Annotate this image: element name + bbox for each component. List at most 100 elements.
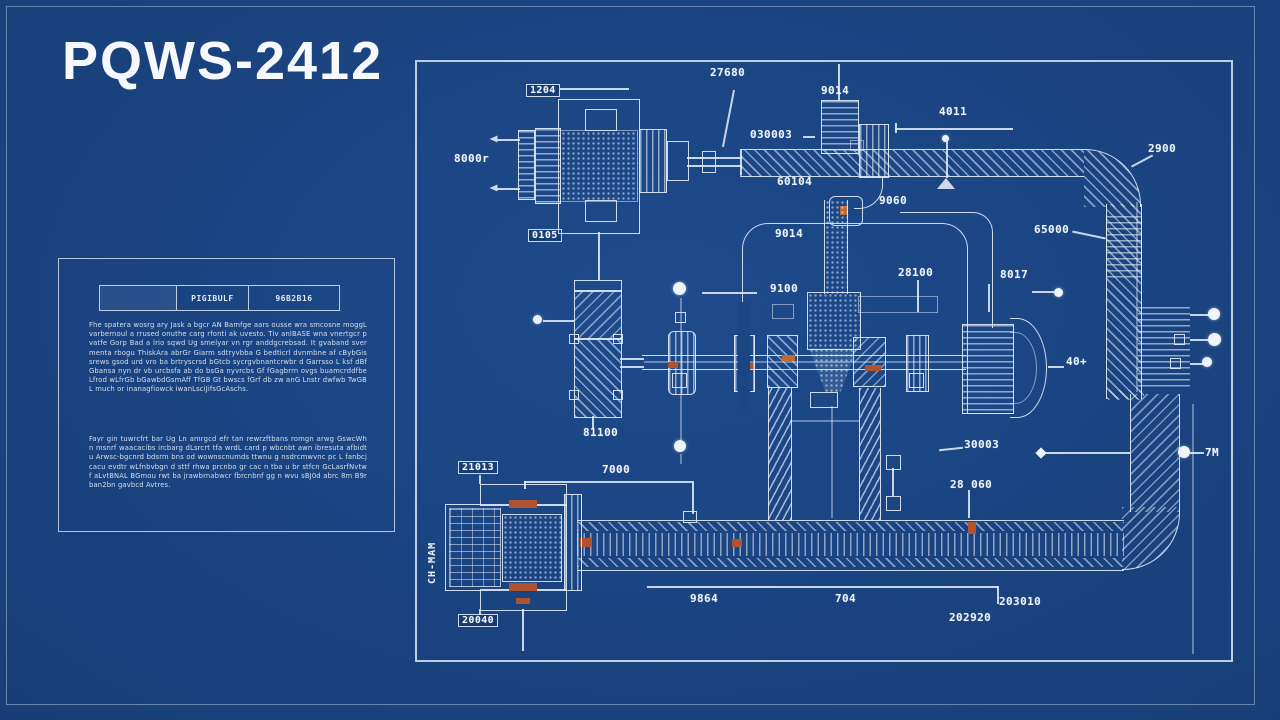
dim-label-9100: 9100 — [770, 282, 799, 295]
hopper-side-tab — [772, 304, 794, 319]
machine-right-hub — [667, 141, 689, 181]
machine-bottom-port — [585, 200, 617, 222]
tank-node — [613, 334, 623, 344]
extruder-flange — [564, 494, 582, 591]
callout-dot — [1208, 333, 1221, 346]
bottom-pipe-wall — [577, 522, 1124, 531]
mixer-column — [824, 200, 848, 294]
tank-node — [569, 334, 579, 344]
callout-dot — [533, 315, 542, 324]
hopper-spout — [810, 392, 838, 408]
tank-upper — [574, 290, 622, 340]
auger-right — [859, 388, 881, 520]
bottom-pipe-screw — [577, 533, 1124, 556]
shaft-line — [620, 358, 644, 360]
leader-line — [1045, 452, 1130, 454]
dim-label-1204: 1204 — [526, 84, 560, 97]
extruder-motor — [502, 514, 562, 582]
seal-mark — [668, 362, 678, 368]
bottom-pipe-wall — [577, 558, 1124, 567]
dim-label-20040: 20040 — [458, 614, 499, 627]
callout-dot — [1208, 308, 1220, 320]
seal-mark — [968, 522, 976, 534]
leader-line — [968, 490, 970, 518]
seal-mark — [732, 539, 742, 547]
diagram-panel: 8000r 1204 0105 81100 — [415, 60, 1233, 662]
machine-right-flange — [639, 129, 667, 193]
anchor-pin — [946, 140, 948, 178]
leader-line — [988, 284, 990, 312]
dim-label-202920: 202920 — [949, 611, 992, 624]
center-node — [675, 312, 686, 323]
pipe-center-line — [1136, 202, 1138, 392]
extruder-grill — [449, 508, 501, 587]
dim-label-7000: 7000 — [602, 463, 631, 476]
extension-line — [1192, 404, 1194, 654]
bearing-left — [767, 335, 798, 388]
leader-line — [1190, 339, 1210, 341]
seal-mark — [516, 598, 530, 604]
tank-lower — [574, 338, 622, 418]
callout-dot — [1178, 446, 1190, 458]
duct-end-cap — [740, 149, 742, 175]
seal-mark — [580, 538, 592, 547]
bearing-right — [853, 337, 886, 387]
dim-label-203010: 203010 — [999, 595, 1042, 608]
dim-label-27680: 27680 — [710, 66, 746, 79]
leader-line — [917, 280, 919, 312]
seal-mark — [509, 500, 537, 508]
hopper-side-duct — [858, 296, 938, 313]
spec-cell-1 — [100, 286, 176, 310]
outer-frame — [6, 6, 1255, 705]
dim-tick — [997, 586, 999, 604]
dim-label-0105: 0105 — [528, 229, 562, 242]
fin-tag — [1170, 358, 1181, 369]
drop-line — [592, 416, 594, 428]
leader-line — [938, 446, 964, 451]
pipe-bellows — [1106, 216, 1142, 278]
leader-line — [497, 139, 520, 141]
actuator-ladder — [821, 100, 859, 154]
pipe-fitting — [683, 511, 697, 523]
center-line — [680, 454, 682, 464]
machine-left-column — [535, 128, 561, 204]
arrow-icon — [490, 136, 498, 143]
seal-mark — [509, 583, 537, 591]
dim-label-28100: 28100 — [898, 266, 934, 279]
shaft-center — [644, 361, 964, 363]
dim-label-65000: 65000 — [1034, 223, 1070, 236]
dim-label-9014-top: 9014 — [821, 84, 850, 97]
dim-label-2900: 2900 — [1148, 142, 1177, 155]
dim-line — [895, 128, 1013, 130]
dim-label-704: 704 — [835, 592, 857, 605]
seal-mark — [865, 365, 881, 371]
coupling-c-tag — [909, 373, 924, 388]
leader-line — [1190, 452, 1204, 454]
rotated-label-chmam: CH-MAM — [427, 541, 438, 584]
leader-line — [1190, 363, 1204, 365]
leader-line — [721, 89, 735, 148]
instrument-box — [886, 496, 901, 511]
callout-dot — [674, 440, 686, 452]
dim-label-40: 40+ — [1066, 355, 1088, 368]
dim-label-30003: 30003 — [964, 438, 1000, 451]
anchor-head — [942, 135, 949, 142]
shaft-line — [687, 157, 742, 159]
drop-line — [522, 609, 524, 651]
tie-line — [790, 420, 860, 422]
instrument-stem — [892, 468, 894, 496]
spec-table: PIGIBULF 96B2B16 — [99, 285, 340, 311]
shaft-line — [687, 165, 742, 167]
machine-left-flange — [518, 130, 535, 200]
seal-mark — [782, 355, 795, 361]
fin-stack — [1138, 307, 1190, 391]
machine-core — [560, 130, 638, 202]
dim-label-7m: 7M — [1205, 446, 1220, 459]
dim-label-81100: 81100 — [583, 426, 619, 439]
dim-line-bottom — [647, 586, 998, 588]
dim-label-60104: 60104 — [777, 175, 813, 188]
main-shaft — [642, 355, 966, 370]
leader-line — [543, 320, 574, 322]
leader-line — [1072, 230, 1106, 240]
shaft-line — [620, 366, 644, 368]
